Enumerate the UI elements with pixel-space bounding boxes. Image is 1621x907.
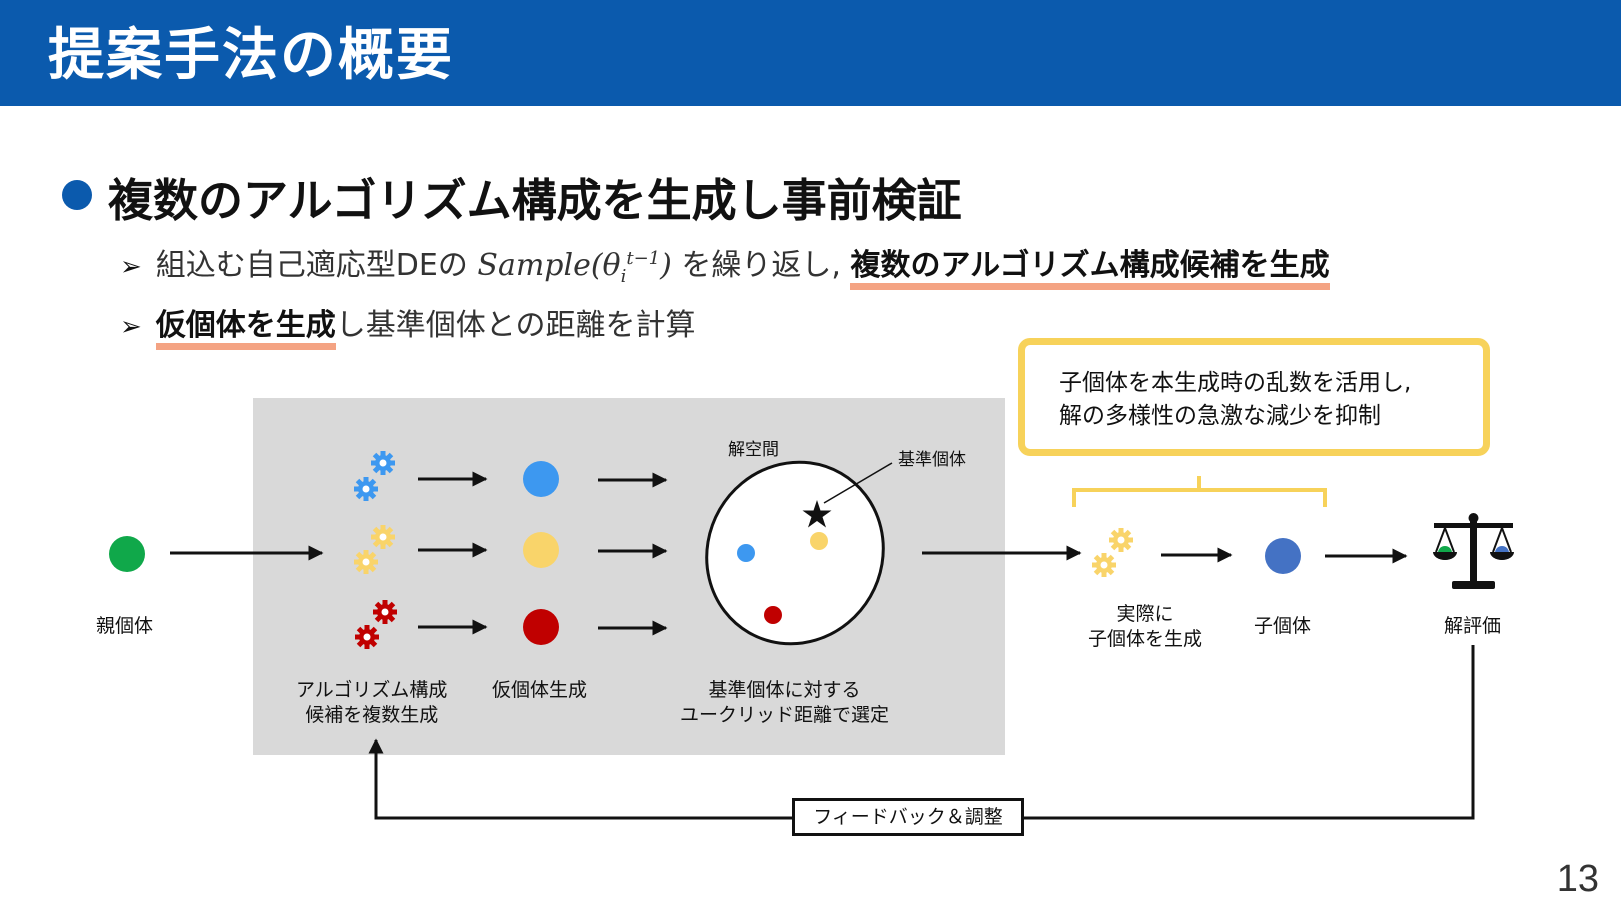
sub2-rest: し基準個体との距離を計算	[335, 308, 696, 343]
gear-icon-actual	[1092, 528, 1133, 577]
feedback-line-left	[368, 738, 792, 820]
gear-icon-red	[355, 600, 397, 649]
gear-icon-yellow	[354, 525, 395, 574]
sub2-highlight: 仮個体を生成	[155, 308, 336, 350]
reference-label: 基準個体	[898, 450, 966, 470]
actual-label-line-2: 子個体を生成	[1088, 628, 1203, 650]
formula-subscript: i	[620, 266, 627, 287]
temp-individual-blue	[523, 461, 559, 497]
main-bullet-text: 複数のアルゴリズム構成を生成し事前検証	[108, 174, 962, 227]
sub-bullet-1: ➢ 組込む自己適応型DEの Sample(θit−1) を繰り返し, 複数のアルゴ…	[120, 240, 1330, 290]
title-bar: 提案手法の概要	[0, 0, 1621, 106]
callout-line-1: 子個体を本生成時の乱数を活用し,	[1059, 370, 1412, 396]
reference-leader-line	[823, 462, 893, 504]
parent-label: 親個体	[96, 615, 154, 637]
solution-space-label: 解空間	[728, 440, 779, 460]
sample-formula: Sample(θit−1)	[477, 248, 672, 287]
formula-superscript: t−1	[626, 248, 661, 269]
selection-label-line-2: ユークリッド距離で選定	[680, 704, 890, 726]
candidates-label-line-2: 候補を複数生成	[305, 704, 439, 726]
child-dot	[1265, 538, 1301, 574]
page-number: 13	[1556, 858, 1599, 900]
callout-brace	[1072, 476, 1327, 507]
balance-scale-icon	[1433, 513, 1514, 589]
sub-bullet-2: ➢ 仮個体を生成し基準個体との距離を計算	[120, 300, 696, 350]
temp-individual-red	[523, 609, 559, 645]
feedback-line-right	[1024, 645, 1475, 820]
star-icon	[802, 500, 832, 528]
space-point-yellow	[810, 532, 828, 550]
space-point-blue	[737, 544, 755, 562]
selection-label-line-1: 基準個体に対する	[708, 679, 861, 701]
candidates-label-line-1: アルゴリズム構成	[296, 679, 448, 701]
evaluate-label: 解評価	[1444, 615, 1502, 637]
parent-dot	[109, 536, 145, 572]
solution-space-ellipse	[705, 460, 885, 646]
sub1-prefix: 組込む自己適応型DEの	[155, 248, 478, 283]
arrow-bullet-icon: ➢	[120, 312, 142, 342]
child-label: 子個体	[1254, 615, 1312, 637]
space-point-red	[764, 606, 782, 624]
sub1-highlight: 複数のアルゴリズム構成候補を生成	[850, 248, 1330, 290]
temp-individual-yellow	[523, 532, 559, 568]
callout-text: 子個体を本生成時の乱数を活用し, 解の多様性の急激な減少を抑制	[1059, 367, 1411, 433]
callout-line-2: 解の多様性の急激な減少を抑制	[1059, 403, 1381, 429]
formula-close: )	[660, 248, 672, 283]
candidates-label: アルゴリズム構成 候補を複数生成	[296, 678, 447, 728]
page-title: 提案手法の概要	[48, 23, 454, 88]
sub1-middle: を繰り返し,	[671, 248, 851, 283]
gear-icon-blue	[354, 451, 395, 501]
bullet-dot	[62, 180, 92, 210]
formula-base: Sample(θ	[477, 248, 621, 283]
feedback-box: フィードバック＆調整	[792, 798, 1024, 836]
actual-generation-label: 実際に 子個体を生成	[1088, 602, 1202, 652]
selection-label: 基準個体に対する ユークリッド距離で選定	[680, 678, 889, 728]
actual-label-line-1: 実際に	[1116, 603, 1174, 625]
arrow-bullet-icon: ➢	[120, 252, 142, 282]
callout-box: 子個体を本生成時の乱数を活用し, 解の多様性の急激な減少を抑制	[1018, 338, 1490, 456]
temp-label: 仮個体生成	[492, 679, 588, 701]
